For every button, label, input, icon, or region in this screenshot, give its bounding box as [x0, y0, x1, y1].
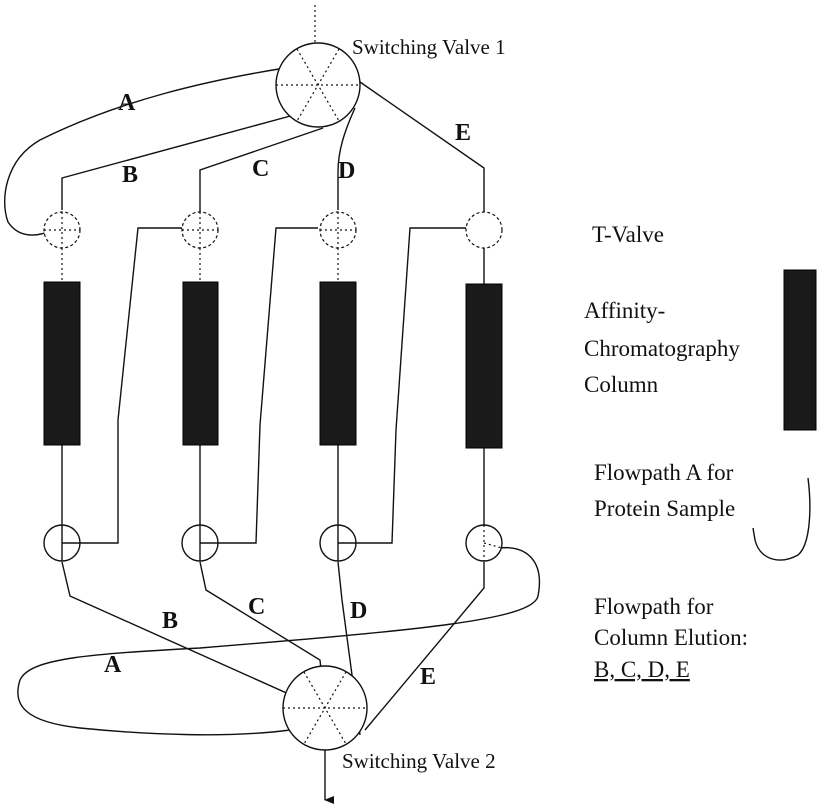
bottom-t-valve-4 [466, 525, 502, 561]
flowpath-a-bottom [18, 548, 540, 735]
affinity-column-3 [320, 282, 356, 445]
switching-valve-2 [283, 666, 367, 750]
affinity-column-1 [44, 282, 80, 445]
serial-link-1 [80, 228, 182, 543]
path-label-d-top: D [338, 158, 355, 184]
label-switching-valve-1: Switching Valve 1 [352, 35, 506, 59]
label-flowpath-a-line2: Protein Sample [594, 496, 735, 521]
path-label-c-top: C [252, 156, 269, 182]
label-t-valve: T-Valve [592, 222, 664, 247]
label-switching-valve-2: Switching Valve 2 [342, 749, 496, 773]
affinity-column-2 [183, 282, 218, 445]
flowpath-e-top [360, 82, 484, 212]
t-valve-3 [320, 212, 356, 248]
legend-column-swatch [784, 270, 816, 430]
path-label-a-top: A [118, 90, 136, 116]
path-label-a-bottom: A [104, 652, 122, 678]
label-flowpath-a-line1: Flowpath A for [594, 460, 734, 485]
label-elution-line3: B, C, D, E [594, 657, 690, 682]
path-label-b-bottom: B [162, 608, 178, 634]
switching-valve-1 [276, 43, 360, 127]
affinity-column-4 [466, 284, 502, 448]
flowpath-e-bottom [365, 562, 484, 730]
t-valve-2 [182, 212, 218, 248]
label-column-line1: Affinity- [584, 298, 665, 323]
bottom-t-valve-2 [182, 525, 218, 561]
bottom-t-valve-1 [44, 525, 80, 561]
serial-link-3 [356, 228, 466, 543]
path-label-b-top: B [122, 162, 138, 188]
legend-flowpath-a-sample [753, 478, 810, 560]
label-elution-line2: Column Elution: [594, 625, 748, 650]
t-valve-4 [466, 212, 502, 248]
path-label-e-bottom: E [420, 664, 436, 690]
flowpath-a-top [5, 68, 285, 235]
label-column-line3: Column [584, 372, 659, 397]
t-valve-1 [44, 212, 80, 248]
label-elution-line1: Flowpath for [594, 594, 714, 619]
serial-link-2 [218, 228, 318, 543]
flowpath-b-bottom [62, 562, 320, 708]
path-label-e-top: E [455, 120, 471, 146]
label-column-line2: Chromatography [584, 336, 740, 361]
path-label-d-bottom: D [350, 598, 367, 624]
bottom-t-valve-3 [320, 525, 356, 561]
path-label-c-bottom: C [248, 594, 265, 620]
